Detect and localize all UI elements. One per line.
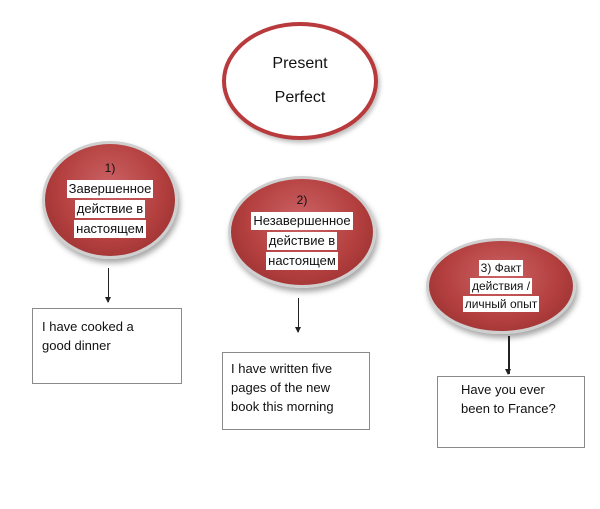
- example-3-line1: Have you ever: [461, 382, 545, 397]
- node-1-number: 1): [104, 161, 116, 175]
- example-2-line2: pages of the new: [231, 380, 331, 395]
- node-1-label-line3: настоящем: [74, 220, 146, 238]
- root-label-line2: Perfect: [274, 89, 326, 106]
- node-3-label-line1: действия /: [469, 278, 533, 294]
- node-1-label-line1: Завершенное: [66, 180, 154, 198]
- arrow-node-3-to-example-3: [505, 336, 511, 375]
- node-fact-experience: 3) Факт действия / личный опыт: [426, 238, 576, 334]
- example-1-line1: I have cooked a: [42, 319, 134, 334]
- node-3-number: 3) Факт: [478, 260, 524, 276]
- example-2-line1: I have written five: [231, 361, 333, 376]
- node-2-label-line1: Незавершенное: [251, 212, 353, 230]
- example-1-line2: good dinner: [42, 338, 111, 353]
- node-2-label-line2: действие в: [266, 232, 338, 250]
- root-label-line1: Present: [272, 55, 328, 72]
- root-oval-present-perfect: Present Perfect: [222, 22, 378, 140]
- arrow-node-1-to-example-1: [105, 268, 111, 303]
- example-box-1: I have cooked a good dinner: [32, 308, 182, 384]
- example-box-2: I have written five pages of the new boo…: [222, 352, 370, 430]
- node-completed-action: 1) Завершенное действие в настоящем: [42, 141, 178, 259]
- node-3-label-line2: личный опыт: [462, 296, 540, 312]
- arrow-node-2-to-example-2: [295, 298, 301, 333]
- example-3-line2: been to France?: [461, 401, 556, 416]
- node-1-label-line2: действие в: [74, 200, 146, 218]
- node-incomplete-action: 2) Незавершенное действие в настоящем: [228, 176, 376, 288]
- example-2-line3: book this morning: [231, 399, 334, 414]
- node-2-label-line3: настоящем: [266, 252, 338, 270]
- example-box-3: Have you ever been to France?: [437, 376, 585, 448]
- node-2-number: 2): [296, 193, 308, 207]
